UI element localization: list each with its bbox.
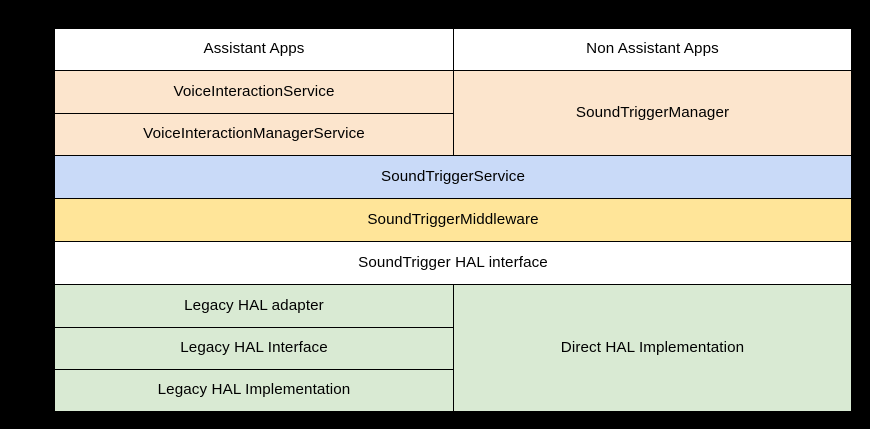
band-app-services: VoiceInteractionService VoiceInteraction… <box>55 70 851 155</box>
band-sound-trigger-middleware: SoundTriggerMiddleware <box>55 198 851 241</box>
column-header-non-assistant-apps: Non Assistant Apps <box>453 29 851 70</box>
block-voice-interaction-service: VoiceInteractionService <box>55 71 453 113</box>
block-legacy-hal-interface: Legacy HAL Interface <box>55 327 453 369</box>
block-legacy-hal-adapter: Legacy HAL adapter <box>55 285 453 327</box>
band-column-headers: Assistant Apps Non Assistant Apps <box>55 29 851 70</box>
legacy-hal-stack: Legacy HAL adapter Legacy HAL Interface … <box>55 285 453 411</box>
band-hal-implementations: Legacy HAL adapter Legacy HAL Interface … <box>55 284 851 411</box>
block-voice-interaction-manager-service: VoiceInteractionManagerService <box>55 113 453 155</box>
column-header-assistant-apps: Assistant Apps <box>55 29 453 70</box>
block-legacy-hal-implementation: Legacy HAL Implementation <box>55 369 453 411</box>
band-sound-trigger-service: SoundTriggerService <box>55 155 851 198</box>
block-sound-trigger-manager: SoundTriggerManager <box>453 71 851 155</box>
assistant-services-stack: VoiceInteractionService VoiceInteraction… <box>55 71 453 155</box>
soundtrigger-architecture-diagram: Assistant Apps Non Assistant Apps VoiceI… <box>54 28 852 411</box>
block-direct-hal-implementation: Direct HAL Implementation <box>453 285 851 411</box>
block-sound-trigger-hal-interface: SoundTrigger HAL interface <box>55 242 851 284</box>
block-sound-trigger-middleware: SoundTriggerMiddleware <box>55 199 851 241</box>
band-sound-trigger-hal-interface: SoundTrigger HAL interface <box>55 241 851 284</box>
block-sound-trigger-service: SoundTriggerService <box>55 156 851 198</box>
